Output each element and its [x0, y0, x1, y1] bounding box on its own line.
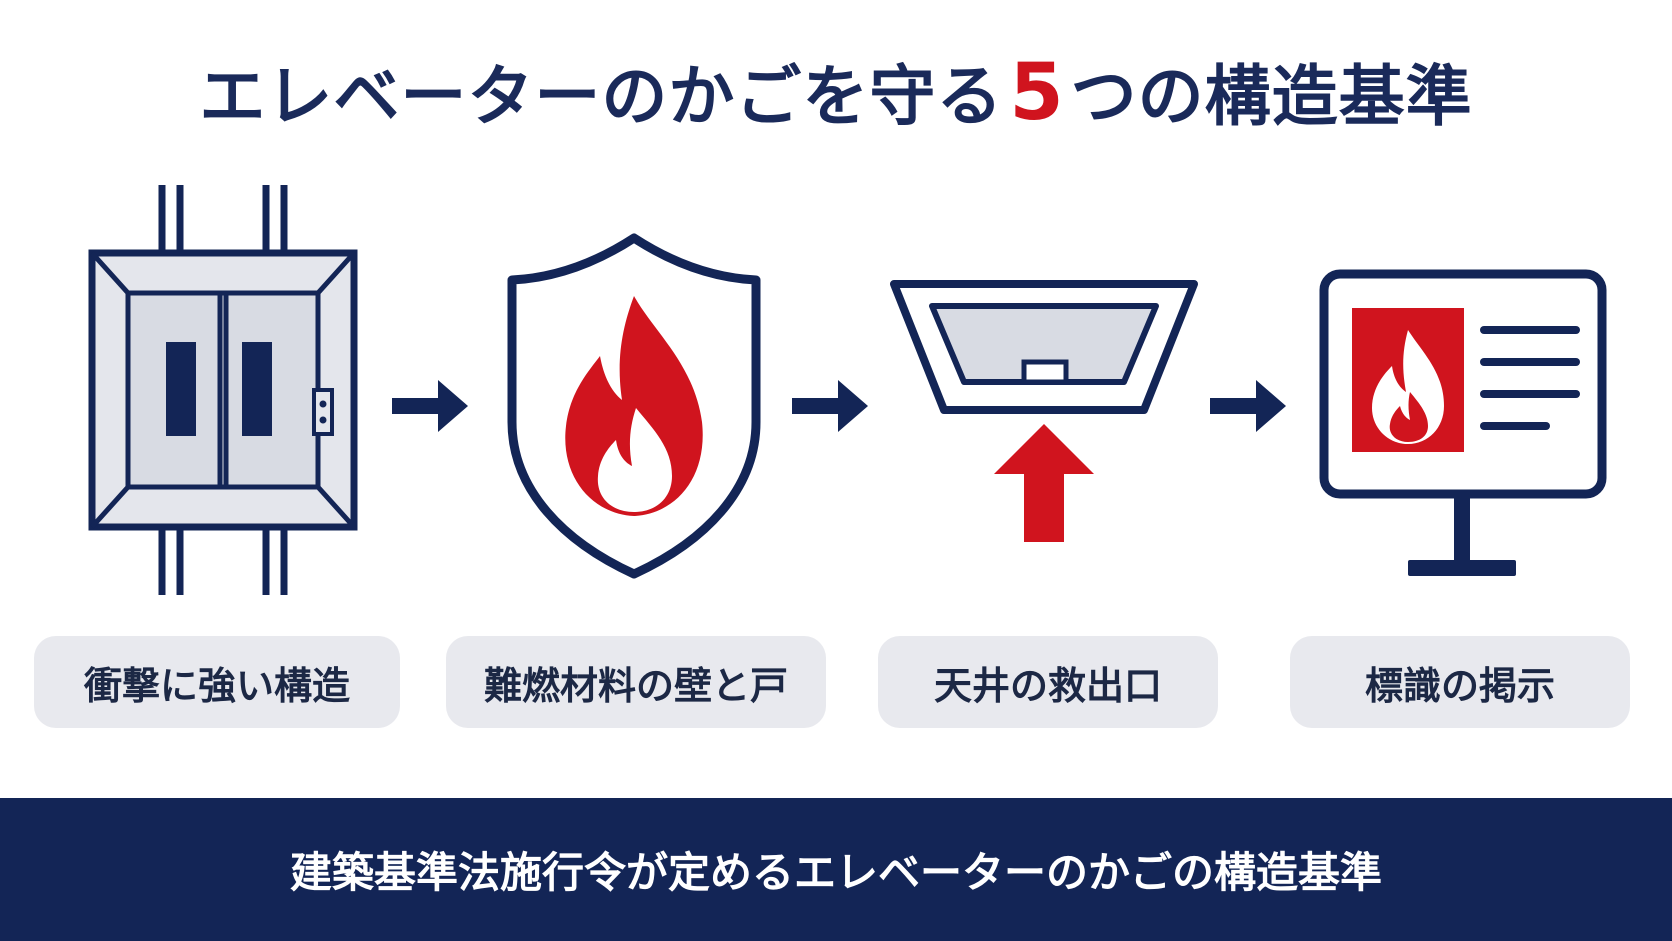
elevator-car-icon	[88, 185, 358, 595]
title-prefix: エレベーターのかごを守る	[199, 58, 1004, 135]
step-label-text: 天井の救出口	[933, 663, 1162, 708]
step-label-4: 標識の掲示	[1290, 636, 1630, 728]
step-label-text: 難燃材料の壁と戸	[483, 663, 788, 708]
title-suffix: つの構造基準	[1070, 58, 1473, 135]
step-label-text: 衝撃に強い構造	[83, 663, 350, 708]
footer-text: 建築基準法施行令が定めるエレベーターのかごの構造基準	[289, 848, 1382, 897]
fire-sign-monitor-icon	[1319, 269, 1607, 576]
page-title: エレベーターのかごを守る5つの構造基準	[0, 38, 1672, 152]
step-label-2: 難燃材料の壁と戸	[446, 636, 826, 728]
footer-banner: 建築基準法施行令が定めるエレベーターのかごの構造基準	[0, 798, 1672, 941]
arrow-right-icon	[392, 380, 468, 432]
step-label-1: 衝撃に強い構造	[34, 636, 400, 728]
fire-shield-icon	[507, 233, 761, 579]
step-label-3: 天井の救出口	[878, 636, 1218, 728]
ceiling-hatch-icon	[890, 280, 1198, 542]
arrow-right-icon	[1210, 380, 1286, 432]
step-label-text: 標識の掲示	[1364, 663, 1555, 708]
arrow-right-icon	[792, 380, 868, 432]
title-number: 5	[1009, 48, 1065, 138]
